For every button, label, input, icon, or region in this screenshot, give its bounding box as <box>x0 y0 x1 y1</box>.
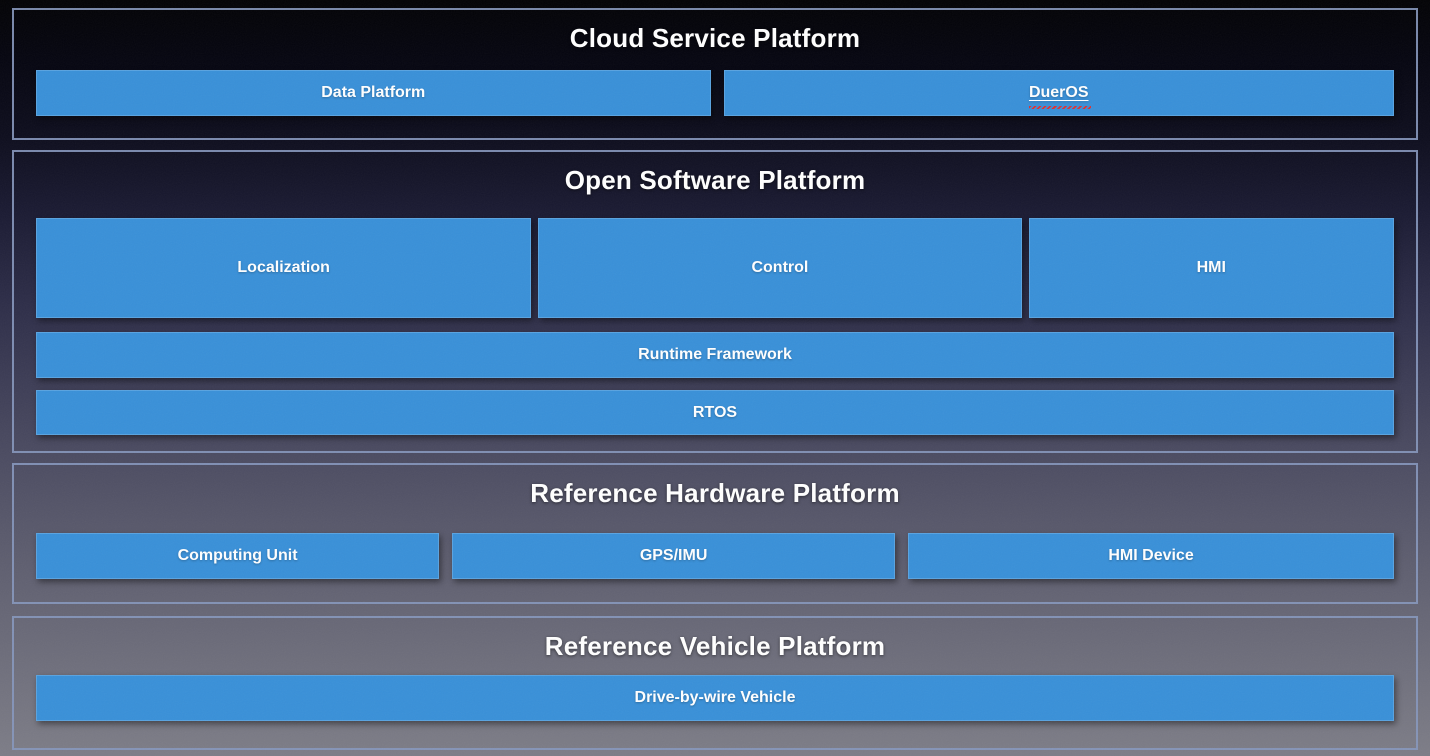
vehicle-box-row: Drive-by-wire Vehicle <box>36 675 1394 721</box>
software-modules-row: Localization Control HMI <box>36 218 1394 318</box>
box-control: Control <box>538 218 1022 318</box>
section-open-software-platform: Open Software Platform Localization Cont… <box>12 150 1418 453</box>
box-label: DuerOS <box>1028 84 1091 109</box>
box-hmi: HMI <box>1028 218 1394 318</box>
box-label: Data Platform <box>321 84 426 101</box>
box-label: Control <box>751 259 809 276</box>
box-label: Localization <box>237 259 330 276</box>
box-label: Computing Unit <box>177 547 298 564</box>
section-cloud-service-platform: Cloud Service Platform Data Platform Due… <box>12 8 1418 140</box>
box-gps-imu: GPS/IMU <box>452 533 896 579</box>
section-reference-vehicle-platform: Reference Vehicle Platform Drive-by-wire… <box>12 616 1418 750</box>
box-label: Drive-by-wire Vehicle <box>634 689 796 706</box>
box-label: HMI Device <box>1108 547 1194 564</box>
box-localization: Localization <box>36 218 532 318</box>
box-label: Runtime Framework <box>638 346 792 363</box>
box-hmi-device: HMI Device <box>908 533 1394 579</box>
cloud-boxes-row: Data Platform DuerOS <box>36 70 1394 116</box>
box-drive-by-wire-vehicle: Drive-by-wire Vehicle <box>36 675 1394 721</box>
section-title: Open Software Platform <box>564 165 866 195</box>
box-label: HMI <box>1196 259 1226 276</box>
section-reference-hardware-platform: Reference Hardware Platform Computing Un… <box>12 463 1418 604</box>
box-computing-unit: Computing Unit <box>36 533 440 579</box>
box-dueros: DuerOS <box>723 70 1394 116</box>
section-title: Reference Hardware Platform <box>530 478 900 508</box>
runtime-framework-row: Runtime Framework <box>36 332 1394 378</box>
box-runtime-framework: Runtime Framework <box>36 332 1394 378</box>
box-rtos: RTOS <box>36 390 1394 435</box>
hardware-boxes-row: Computing Unit GPS/IMU HMI Device <box>36 533 1394 579</box>
box-label: RTOS <box>692 403 738 421</box>
section-title: Reference Vehicle Platform <box>544 631 886 661</box>
rtos-row: RTOS <box>36 390 1394 435</box>
section-title: Cloud Service Platform <box>569 23 861 53</box>
box-label: GPS/IMU <box>639 547 708 564</box>
box-data-platform: Data Platform <box>36 70 711 116</box>
